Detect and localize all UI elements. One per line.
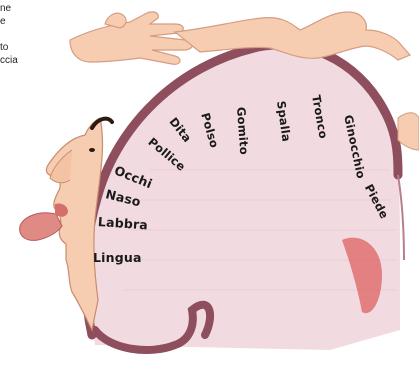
cropped-side-text: ne e to ccia	[0, 2, 70, 67]
eye-illustration	[89, 148, 95, 152]
side-text-line	[0, 28, 70, 41]
side-text-line: ne	[0, 2, 70, 15]
hand-illustration	[70, 12, 193, 64]
side-text-line: ccia	[0, 54, 70, 67]
arm-illustration	[175, 12, 410, 60]
foot-illustration	[398, 113, 419, 150]
tongue-illustration	[20, 213, 62, 241]
label-lingua: Lingua	[93, 250, 142, 265]
side-text-line: to	[0, 41, 70, 54]
side-text-line: e	[0, 15, 70, 28]
